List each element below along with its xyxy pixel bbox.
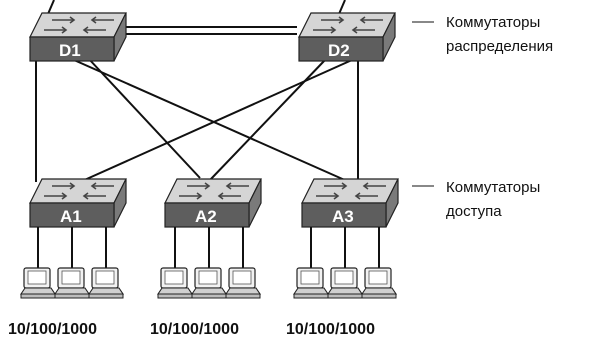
distribution-caption-line1: Коммутаторы — [446, 14, 540, 31]
switch-d1-label: D1 — [59, 41, 81, 60]
pc-icon — [157, 267, 193, 299]
switch-a2: A2 — [164, 178, 262, 228]
pc-icon — [88, 267, 124, 299]
switch-d1: D1 — [29, 12, 127, 62]
distribution-caption-line2: распределения — [446, 38, 553, 55]
switch-d2: D2 — [298, 12, 396, 62]
hosts-a3 — [293, 267, 397, 299]
hosts-a1 — [20, 267, 124, 299]
pc-icon — [293, 267, 329, 299]
uplink-stubs — [47, 0, 346, 15]
switch-a3: A3 — [301, 178, 399, 228]
pc-icon — [361, 267, 397, 299]
speed-label-a3: 10/100/1000 — [286, 321, 375, 338]
uplink-lines — [35, 57, 359, 186]
switch-a3-label: A3 — [332, 207, 354, 226]
pc-icon — [20, 267, 56, 299]
pc-icon — [225, 267, 261, 299]
access-caption-line2: доступа — [446, 203, 502, 220]
switch-a2-label: A2 — [195, 207, 217, 226]
hosts-a2 — [157, 267, 261, 299]
host-drop-lines — [37, 227, 380, 268]
speed-label-a2: 10/100/1000 — [150, 321, 239, 338]
pc-icon — [327, 267, 363, 299]
switch-a1-label: A1 — [60, 207, 82, 226]
pc-icon — [191, 267, 227, 299]
switch-a1: A1 — [29, 178, 127, 228]
access-caption-line1: Коммутаторы — [446, 179, 540, 196]
distribution-interlink — [125, 26, 297, 35]
switch-d2-label: D2 — [328, 41, 350, 60]
speed-label-a1: 10/100/1000 — [8, 321, 97, 338]
pc-icon — [54, 267, 90, 299]
